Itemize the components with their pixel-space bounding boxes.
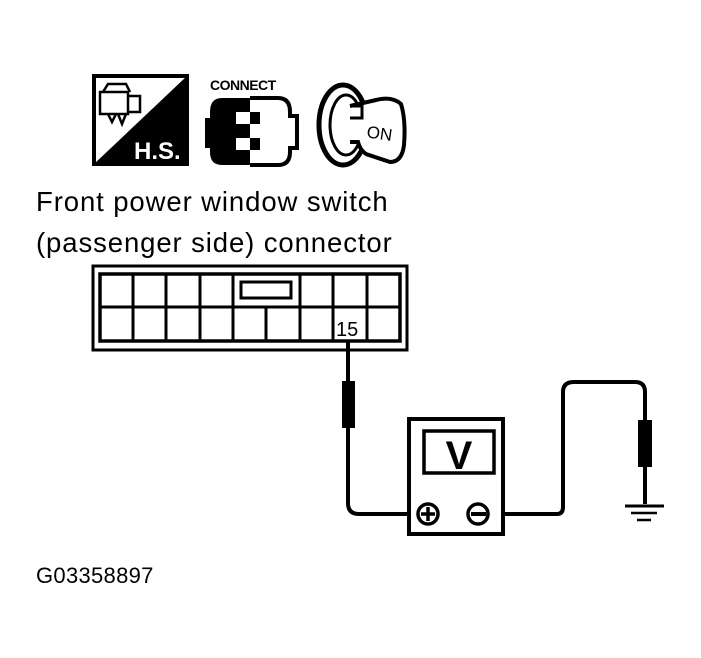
- positive-test-lead: [342, 341, 409, 516]
- voltmeter: V: [407, 417, 505, 536]
- connector-face: [91, 264, 409, 352]
- connect-label: CONNECT: [210, 77, 277, 93]
- positive-probe: [342, 381, 355, 428]
- connector-plug-icon: [205, 96, 299, 167]
- diagram-title-line-1: Front power window switch: [36, 186, 389, 217]
- connect-icon: CONNECT: [205, 77, 299, 167]
- hs-label: H.S.: [134, 138, 181, 165]
- positive-terminal-icon: [416, 502, 440, 526]
- negative-test-lead: [488, 380, 652, 516]
- harness-service-icon: H.S.: [92, 74, 189, 166]
- ignition-on-label: ON: [366, 123, 394, 145]
- figure-code: G03358897: [36, 563, 154, 588]
- terminal-15-label: 15: [336, 319, 358, 341]
- harness-connector-icon: [98, 82, 142, 128]
- ground-icon: [625, 504, 664, 522]
- voltmeter-display-label: V: [446, 434, 473, 478]
- ignition-key-icon: ON: [316, 82, 407, 168]
- diagram-title-line-2: (passenger side) connector: [36, 227, 393, 258]
- negative-probe: [638, 420, 652, 467]
- voltmeter-display: [422, 429, 496, 475]
- negative-terminal-icon: [466, 502, 490, 526]
